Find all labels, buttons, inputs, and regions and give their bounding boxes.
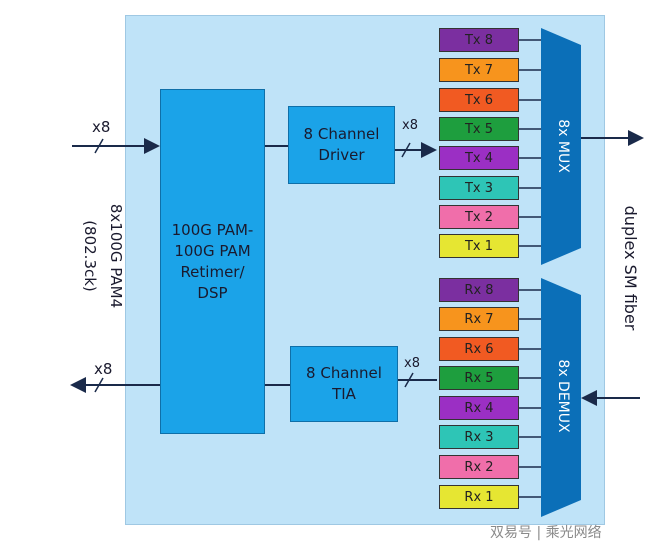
mux-shape xyxy=(541,28,581,265)
tx-channel-1: Tx 1 xyxy=(439,234,519,258)
tx-channel-2: Tx 2 xyxy=(439,205,519,229)
lane-count-label: x8 xyxy=(404,356,420,371)
driver-block: 8 Channel Driver xyxy=(288,106,395,184)
tia-block: 8 Channel TIA xyxy=(290,346,398,422)
tx-channel-6: Tx 6 xyxy=(439,88,519,112)
demux-shape xyxy=(541,278,581,517)
mux-label: 8x MUX xyxy=(555,119,571,173)
lane-count-label: x8 xyxy=(92,118,111,136)
tx-channel-4: Tx 4 xyxy=(439,146,519,170)
rx-channel-1: Rx 1 xyxy=(439,485,519,509)
fiber-label: duplex SM fiber xyxy=(621,205,640,331)
rx-channel-7: Rx 7 xyxy=(439,307,519,331)
electrical-standard-label: (802.3ck) xyxy=(81,220,99,292)
rx-channel-4: Rx 4 xyxy=(439,396,519,420)
demux-label: 8x DEMUX xyxy=(555,359,571,433)
rx-channel-3: Rx 3 xyxy=(439,425,519,449)
tx-channel-8: Tx 8 xyxy=(439,28,519,52)
tx-channel-5: Tx 5 xyxy=(439,117,519,141)
tx-channel-3: Tx 3 xyxy=(439,176,519,200)
dsp-block: 100G PAM- 100G PAM Retimer/ DSP xyxy=(160,89,265,434)
rx-channel-8: Rx 8 xyxy=(439,278,519,302)
watermark: 双易号 | 乘光网络 xyxy=(490,525,602,541)
rx-channel-5: Rx 5 xyxy=(439,366,519,390)
lane-count-label: x8 xyxy=(94,360,113,378)
tx-channel-7: Tx 7 xyxy=(439,58,519,82)
electrical-interface-label: 8x100G PAM4 xyxy=(107,203,125,309)
lane-count-label: x8 xyxy=(402,118,418,133)
rx-channel-6: Rx 6 xyxy=(439,337,519,361)
rx-channel-2: Rx 2 xyxy=(439,455,519,479)
